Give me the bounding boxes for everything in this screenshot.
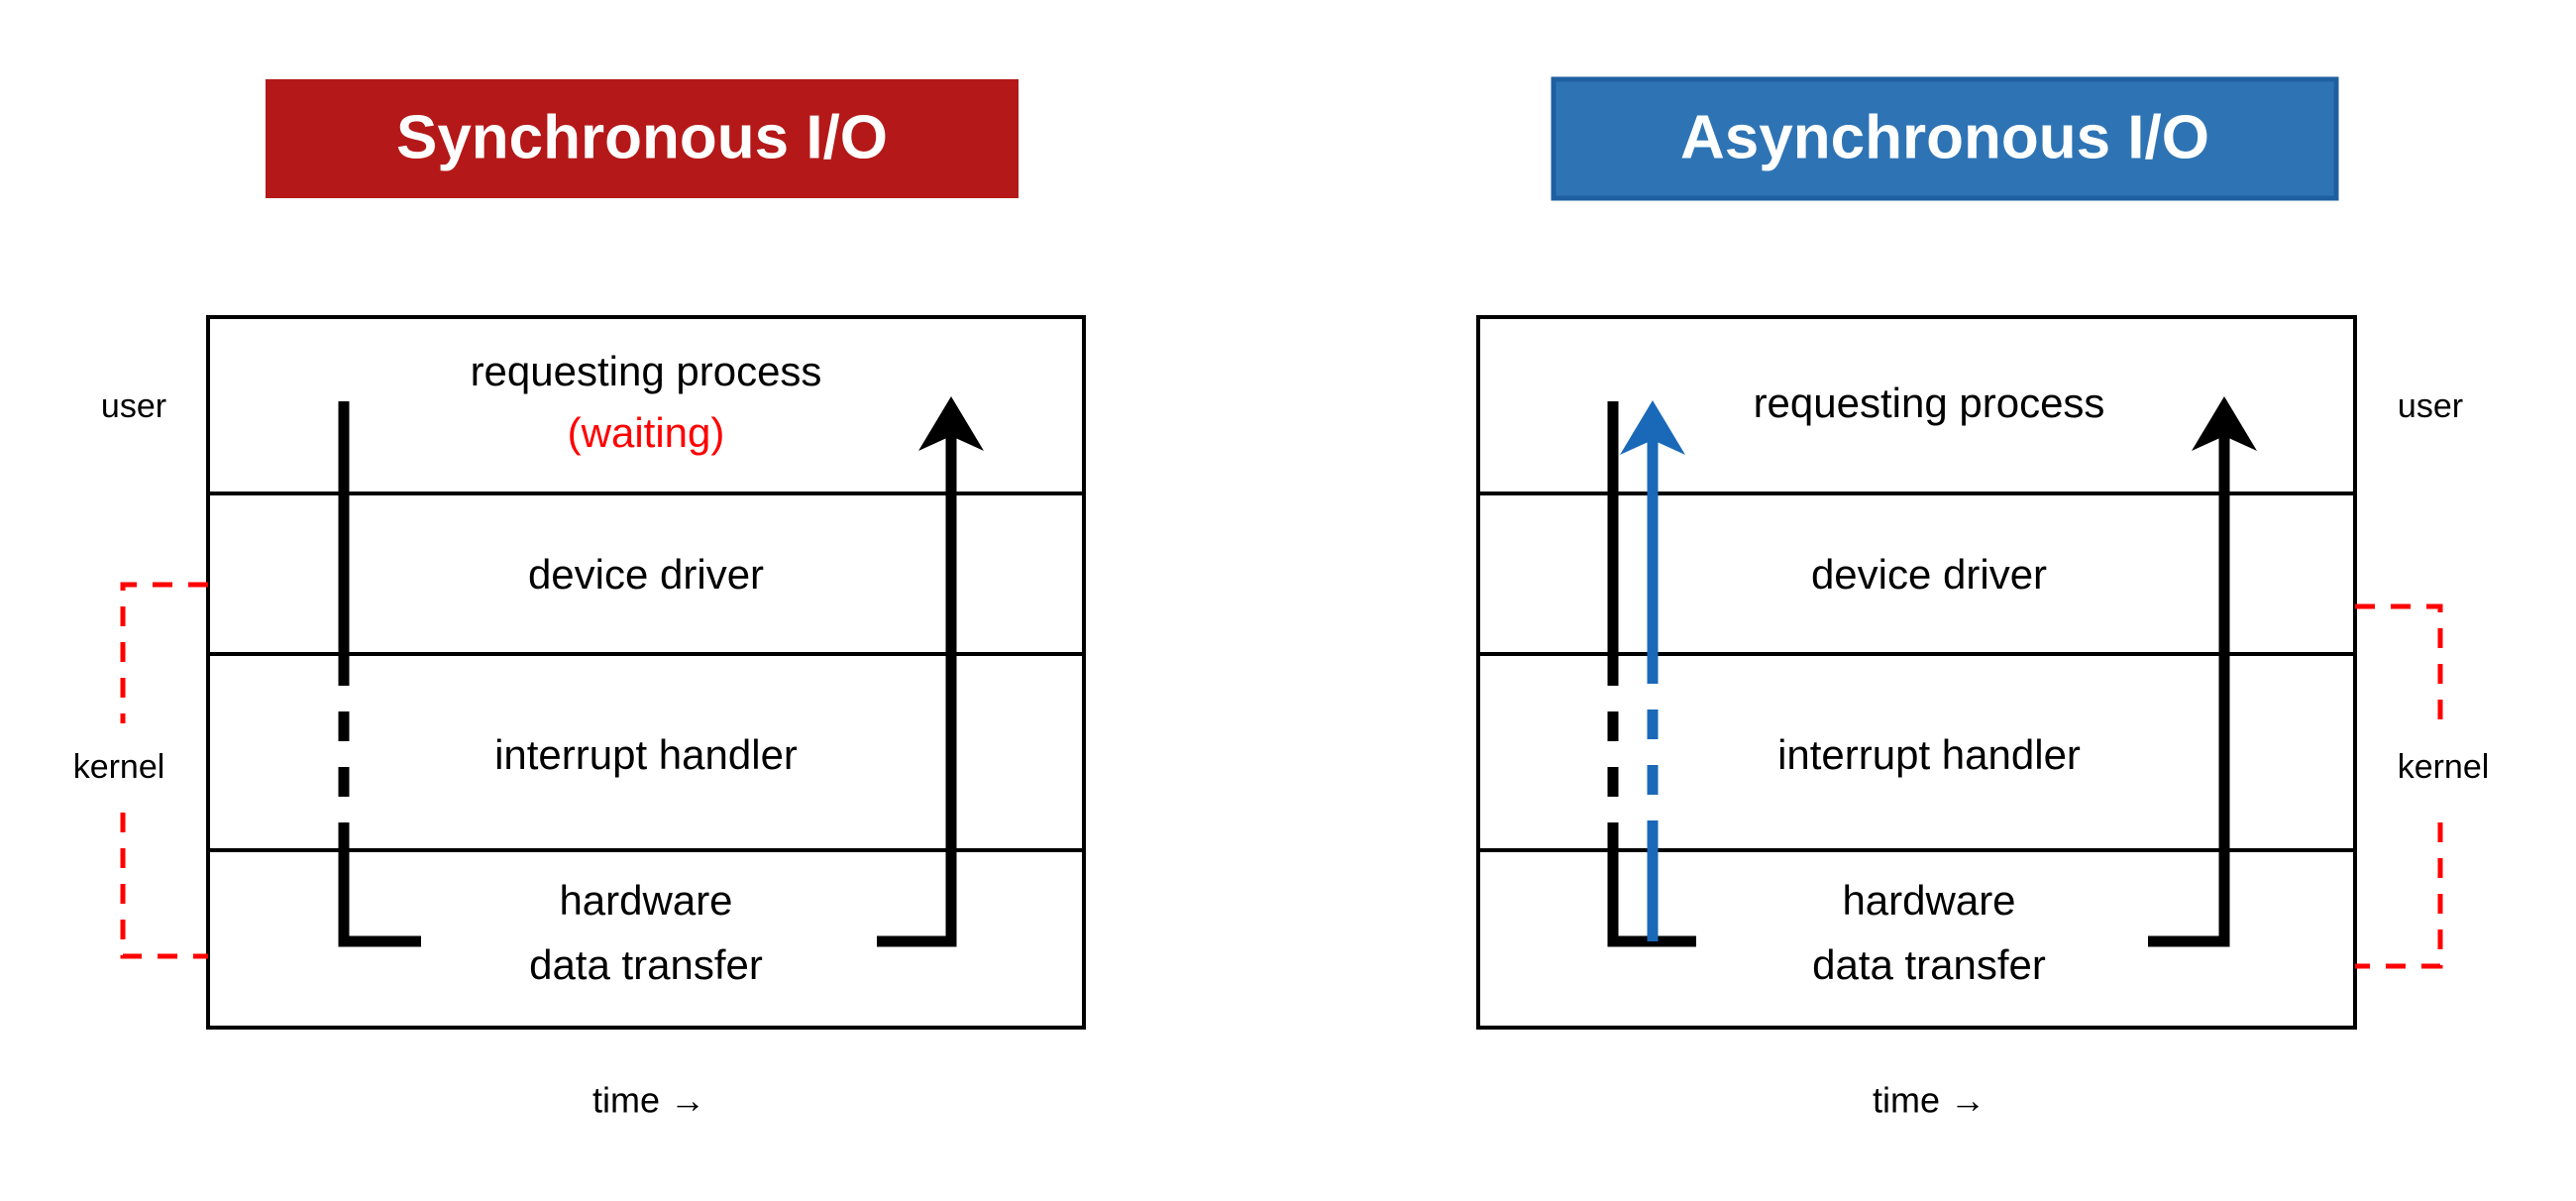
sync-label-waiting: (waiting) (568, 409, 725, 456)
sync-label-device-driver: device driver (528, 551, 764, 598)
async-request-solid-hardware (1607, 848, 1696, 947)
sync-return-shaft (877, 416, 957, 947)
sync-label-hardware: hardware (559, 877, 732, 924)
async-flow-completion-ascending (2148, 396, 2257, 947)
async-blue-arrowhead (1620, 400, 1685, 455)
async-side-label-kernel: kernel (2398, 748, 2490, 786)
sync-kernel-bracket-upper (120, 582, 208, 723)
sync-flow-return-ascending (877, 396, 984, 947)
async-layer-frame (1476, 315, 2357, 1030)
sync-label-interrupt-handler: interrupt handler (494, 731, 798, 778)
async-kernel-bracket-upper (2355, 603, 2443, 733)
asynchronous-banner: Asynchronous I/O (1551, 76, 2339, 201)
sync-layer-frame (206, 315, 1086, 1030)
asynchronous-banner-rect (1554, 79, 2336, 198)
sync-side-label-kernel: kernel (73, 748, 165, 786)
panel-asynchronous: Asynchronous I/O requesting process devi… (1476, 76, 2490, 1121)
async-side-label-user: user (2398, 387, 2463, 425)
async-flow-request-descending (1607, 401, 1696, 947)
synchronous-banner-title: Synchronous I/O (396, 103, 888, 171)
sync-request-solid-hardware (338, 848, 421, 947)
sync-flow-request-descending (338, 401, 421, 947)
async-completion-arrowhead (2192, 396, 2257, 451)
sync-side-label-user: user (101, 387, 166, 425)
synchronous-banner: Synchronous I/O (266, 79, 1019, 198)
async-label-device-driver: device driver (1811, 551, 2047, 598)
sync-return-arrowhead (918, 396, 984, 451)
async-label-interrupt-handler: interrupt handler (1777, 731, 2081, 778)
sync-label-data-transfer: data transfer (529, 941, 763, 988)
panel-synchronous: Synchronous I/O requesting process (wait… (73, 79, 1086, 1121)
sync-label-requesting-process: requesting process (471, 348, 822, 394)
async-label-data-transfer: data transfer (1812, 941, 2046, 988)
sync-kernel-bracket-lower (120, 813, 208, 959)
asynchronous-banner-border (1551, 76, 2339, 201)
async-kernel-bracket-lower (2355, 822, 2443, 969)
async-label-hardware: hardware (1842, 877, 2015, 924)
async-flow-early-return-ascending (1620, 400, 1685, 941)
async-completion-shaft (2148, 416, 2230, 947)
async-time-axis-label: time → (1873, 1080, 1986, 1121)
async-label-requesting-process: requesting process (1754, 380, 2105, 426)
synchronous-banner-rect (266, 79, 1019, 198)
asynchronous-banner-title: Asynchronous I/O (1680, 103, 2209, 171)
sync-time-axis-label: time → (592, 1080, 705, 1121)
